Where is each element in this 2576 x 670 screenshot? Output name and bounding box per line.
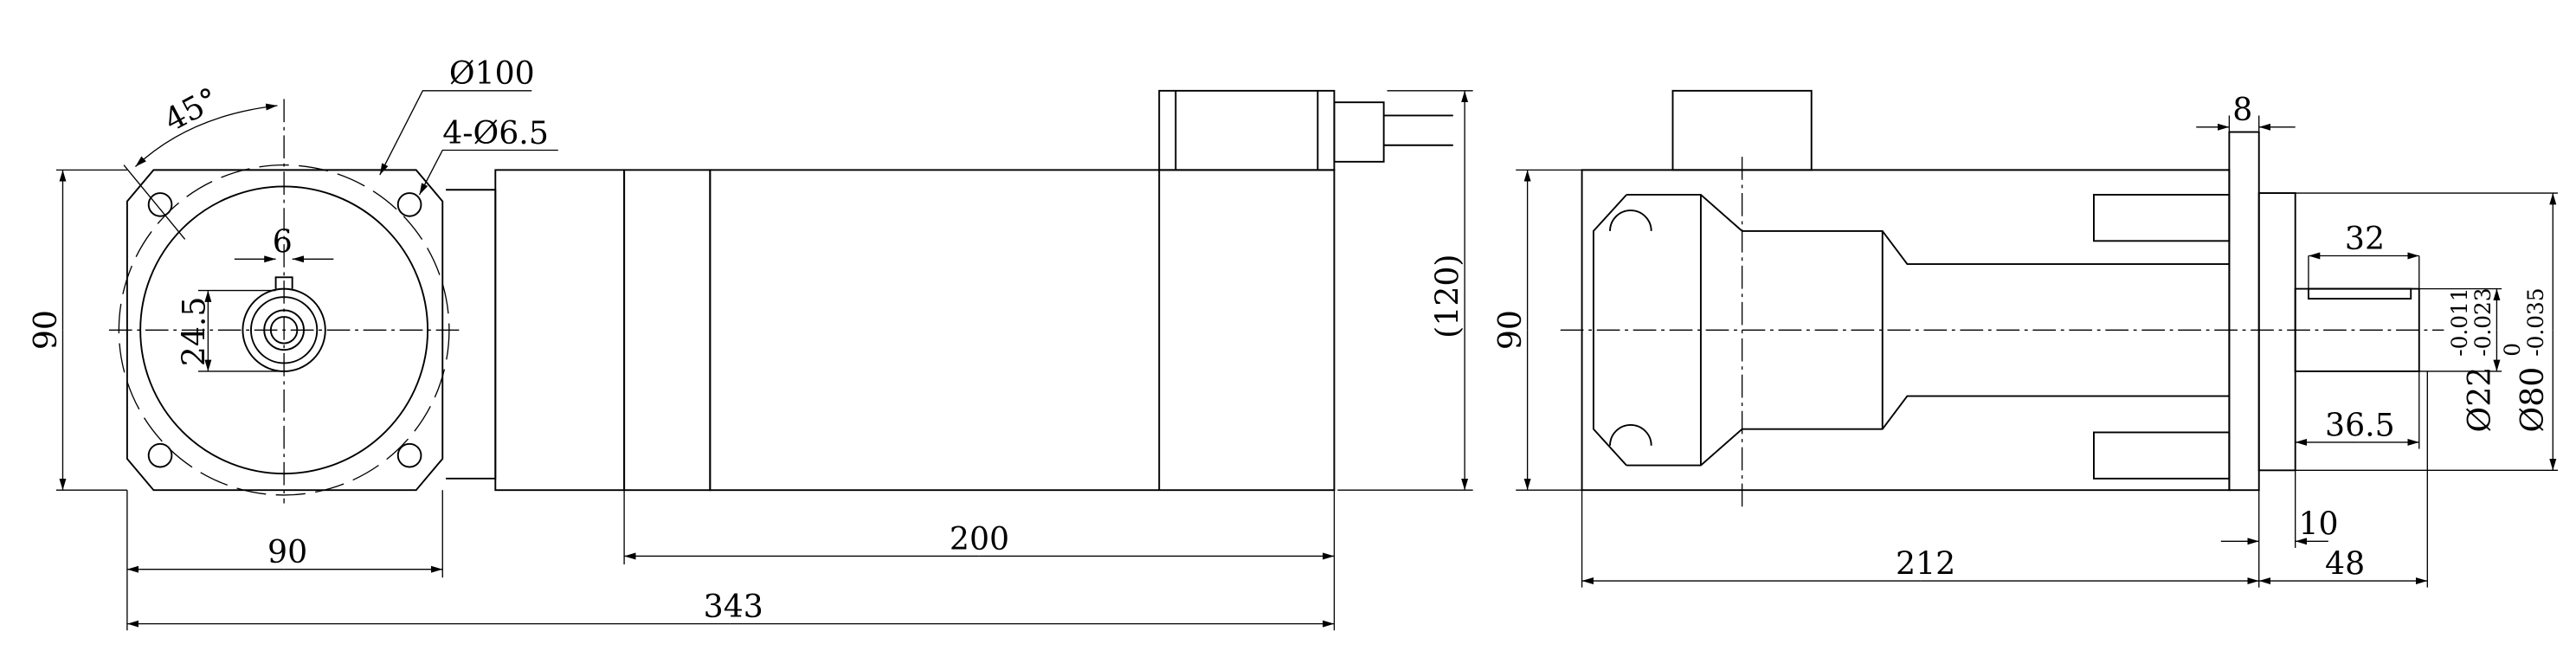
pilot-dia-label: Ø80 0 -0.035: [2500, 287, 2551, 432]
flange-outline: [126, 169, 444, 492]
shaft-dia-label: Ø22 -0.011 -0.023: [2447, 287, 2498, 432]
shaft-length-label: 36.5: [2325, 406, 2395, 443]
pcd-label: Ø100: [449, 55, 535, 92]
pcd-leader: [379, 90, 532, 176]
pilot-tol-lower: -0.035: [2523, 287, 2548, 356]
angle-arc: [134, 103, 278, 168]
output-flange: [2228, 131, 2260, 492]
key-length-label: 32: [2345, 220, 2385, 257]
side-body: (120) 200 343: [126, 89, 1473, 631]
shaft-key: [2308, 287, 2412, 300]
holes-label: 4-Ø6.5: [442, 114, 549, 151]
right-view: Ø22 -0.011 -0.023 Ø80 0 -0.035 8 32 36.5…: [1491, 89, 2559, 588]
holes-leader: [418, 149, 558, 196]
body-length-label: 212: [1896, 544, 1955, 582]
shaft-height-label: 24.5: [176, 297, 213, 367]
cable-gland: [1333, 101, 1385, 163]
shaft-tol-lower: -0.023: [2470, 287, 2496, 356]
terminal-box: [1158, 89, 1336, 171]
pilot-length-label: 10: [2299, 506, 2339, 543]
angle-leader: [123, 164, 186, 240]
motor-endcap: [623, 169, 712, 492]
front-view: 45° Ø100 4-Ø6.5 6 24.5 90 90: [27, 55, 558, 631]
pilot: [2257, 192, 2296, 472]
shaft-tol-upper: -0.011: [2447, 287, 2472, 356]
key-width-label: 6: [273, 223, 293, 261]
flange-width-label: 90: [267, 533, 307, 570]
pilot-dia-text: Ø80: [2514, 367, 2551, 433]
motor-body: [709, 169, 1336, 492]
shaft-dia-text: Ø22: [2461, 367, 2498, 433]
keyway: [274, 276, 293, 289]
total-length-label: 343: [704, 588, 763, 625]
pilot-tol-upper: 0: [2500, 343, 2525, 357]
right-height-label: 90: [1491, 310, 1529, 350]
output-length-label: 48: [2325, 544, 2365, 582]
terminal-height-label: (120): [1428, 254, 1465, 338]
bolt-holes: [147, 192, 422, 468]
gearbox: [494, 169, 626, 492]
gear-neck: [446, 189, 497, 480]
motor-length-label: 200: [950, 520, 1009, 557]
flange-thickness-label: 8: [2232, 91, 2252, 128]
angle-label: 45°: [158, 80, 224, 139]
flange-height-label: 90: [27, 310, 64, 350]
